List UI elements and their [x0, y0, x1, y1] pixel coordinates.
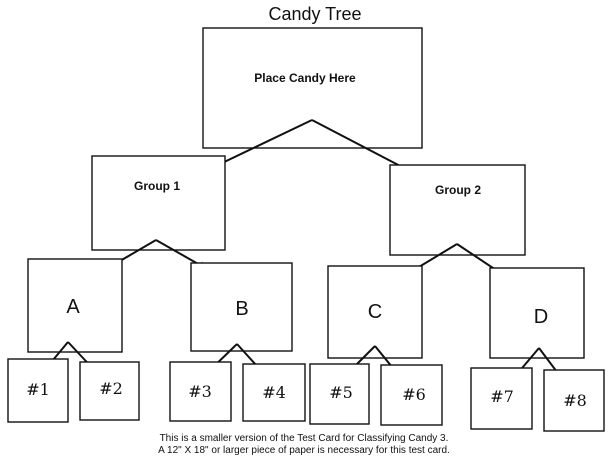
subgroup-d-node: D [489, 267, 585, 359]
group-2-node: Group 2 [389, 164, 526, 256]
subgroup-b-label: B [235, 298, 248, 320]
leaf-5-box [309, 363, 370, 425]
subgroup-d-box [489, 267, 585, 359]
leaf-6-label: #6 [402, 385, 426, 404]
leaf-2-label: #2 [99, 379, 123, 398]
leaf-3-node: #3 [169, 361, 232, 422]
subgroup-a-label: A [66, 296, 80, 318]
leaf-2-node: #2 [79, 361, 140, 421]
leaf-7-node: #7 [470, 367, 533, 430]
leaf-6-node: #6 [380, 364, 443, 426]
subgroup-d-label: D [534, 306, 548, 328]
group-1-label: Group 1 [134, 179, 180, 193]
leaf-5-node: #5 [309, 363, 370, 425]
subgroup-a-box [27, 258, 123, 353]
root-box [202, 27, 423, 149]
leaf-7-label: #7 [490, 387, 514, 406]
group-1-box [91, 155, 226, 251]
footnote-line-1: This is a smaller version of the Test Ca… [160, 433, 449, 444]
leaf-1-box [7, 358, 69, 423]
group-1-node: Group 1 [91, 155, 226, 251]
subgroup-a-node: A [27, 258, 123, 353]
subgroup-b-box [190, 262, 293, 352]
root-label: Place Candy Here [254, 71, 356, 85]
leaf-7-box [470, 367, 533, 430]
leaf-8-label: #8 [563, 391, 587, 410]
diagram-title: Candy Tree [268, 4, 361, 24]
leaf-1-label: #1 [26, 380, 50, 399]
subgroup-c-node: C [327, 265, 423, 359]
leaf-2-box [79, 361, 140, 421]
leaf-4-label: #4 [262, 383, 286, 402]
root-node: Place Candy Here [202, 27, 423, 149]
leaf-8-node: #8 [543, 369, 605, 432]
subgroup-b-node: B [190, 262, 293, 352]
leaf-5-label: #5 [329, 383, 353, 402]
leaf-8-box [543, 369, 605, 432]
leaf-3-label: #3 [188, 382, 212, 401]
group-2-label: Group 2 [435, 183, 481, 197]
footnote-line-2: A 12" X 18" or larger piece of paper is … [158, 445, 450, 456]
subgroup-c-box [327, 265, 423, 359]
leaf-1-node: #1 [7, 358, 69, 423]
subgroup-c-label: C [368, 301, 382, 323]
group-2-box [389, 164, 526, 256]
leaf-3-box [169, 361, 232, 422]
leaf-4-box [242, 363, 306, 422]
leaf-6-box [380, 364, 443, 426]
leaf-4-node: #4 [242, 363, 306, 422]
